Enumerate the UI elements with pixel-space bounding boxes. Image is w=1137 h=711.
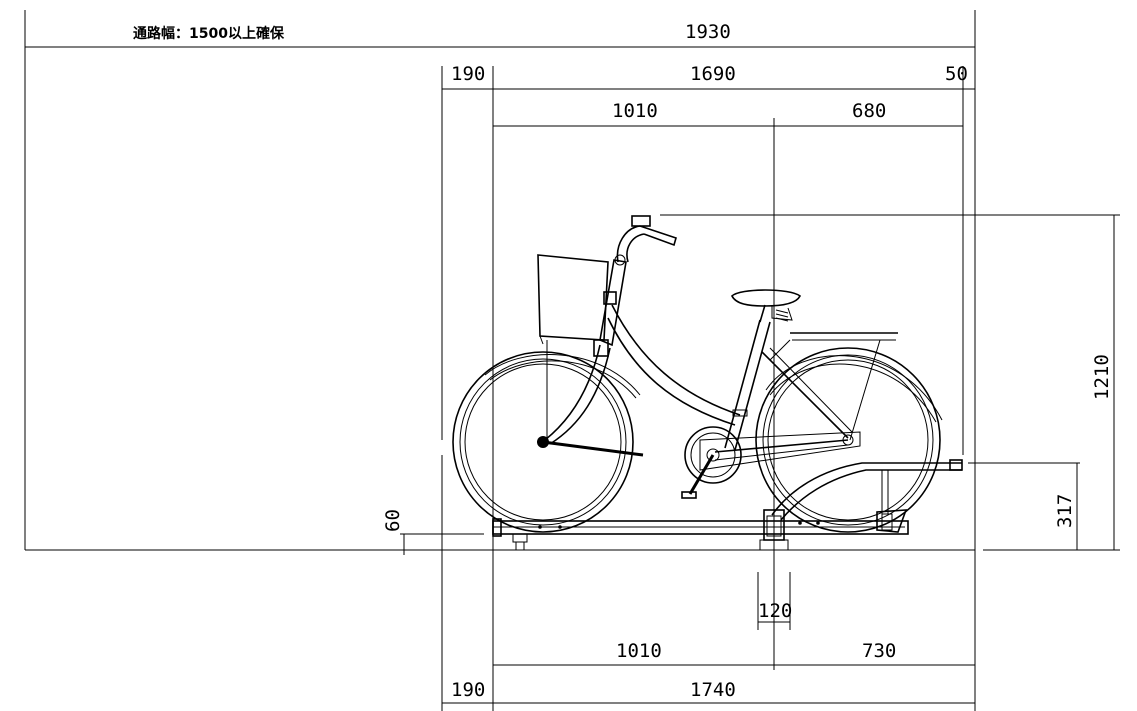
dim-bottom-span: 1740: [690, 679, 736, 701]
dim-bottom-front-part: 1010: [616, 640, 662, 662]
front-wheel: [452, 340, 644, 533]
dim-top-total: 1930: [685, 21, 731, 43]
dim-front-clearance: 60: [382, 509, 404, 532]
dim-bottom-left-offset: 190: [451, 679, 485, 701]
dim-top-wheelbase-span: 1690: [690, 63, 736, 85]
bicycle: [452, 215, 943, 533]
parking-rack: [492, 459, 963, 551]
aisle-width-note: 通路幅：1500以上確保: [133, 25, 285, 42]
dim-top-rear-part: 680: [852, 100, 886, 122]
rear-wheel: [755, 332, 943, 533]
dim-rail-width: 120: [758, 600, 792, 622]
bicycle-frame: [544, 259, 861, 471]
front-basket: [537, 254, 609, 345]
dim-top-front-part: 1010: [612, 100, 658, 122]
dim-top-right-offset: 50: [945, 63, 968, 85]
dim-rack-height: 317: [1054, 494, 1076, 528]
dim-height-total: 1210: [1091, 354, 1113, 400]
dim-top-left-offset: 190: [451, 63, 485, 85]
dimension-labels: 通路幅：1500以上確保 1930 190 1690 50 1010 680 1…: [133, 21, 1113, 701]
dimension-lines: [24, 10, 1120, 711]
saddle: [731, 289, 802, 323]
handlebar: [614, 215, 677, 266]
crankset: [681, 426, 742, 499]
dim-bottom-rear-part: 730: [862, 640, 896, 662]
